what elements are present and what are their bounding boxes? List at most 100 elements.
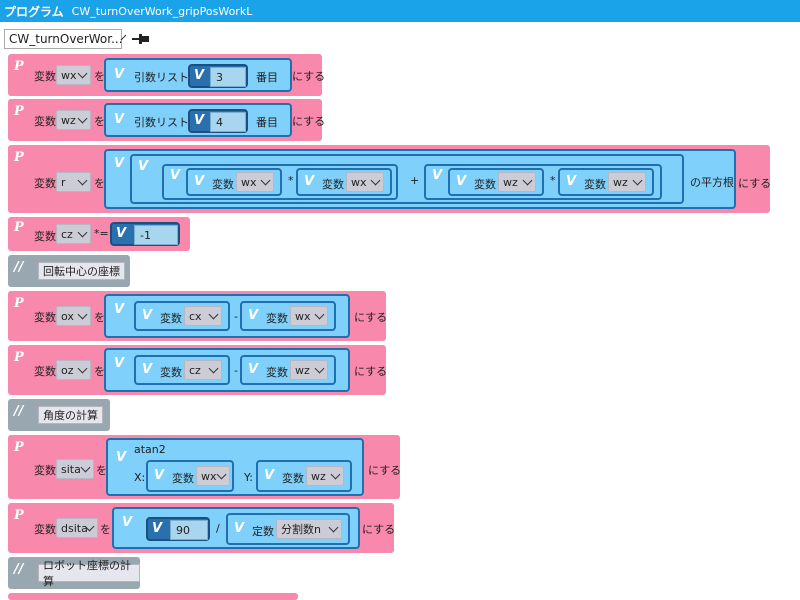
tail-label: にする xyxy=(738,177,772,190)
var-expr-wz-1[interactable]: V 変数 wz xyxy=(448,168,544,196)
var-select-sita[interactable]: sita xyxy=(56,459,94,479)
value-icon: V xyxy=(304,174,315,189)
wo-label: を xyxy=(94,177,105,190)
var-select-cz[interactable]: cz xyxy=(184,360,222,380)
statement-row-partial[interactable] xyxy=(8,593,298,600)
statement-icon: P xyxy=(14,150,24,165)
var-expr-wz[interactable]: V 変数 wz xyxy=(240,355,336,385)
num-expr[interactable]: V 3 xyxy=(188,64,248,88)
var-select-wz[interactable]: wz xyxy=(306,466,344,486)
var-label: 変数 xyxy=(34,311,56,324)
var-select-wx[interactable]: wx xyxy=(56,65,91,85)
value-icon: V xyxy=(194,113,205,128)
value-icon: V xyxy=(114,156,125,171)
statement-row-sita[interactable]: P 変数 sita を V atan2 X: V 変数 wx Y: V 変数 w… xyxy=(8,435,401,499)
value-icon: V xyxy=(566,174,577,189)
const-label: 定数 xyxy=(252,525,274,538)
statement-icon: P xyxy=(14,508,24,523)
var-expr-wx[interactable]: V 変数 wx xyxy=(240,301,336,331)
var-select-cz[interactable]: cz xyxy=(56,224,91,244)
tail-label: にする xyxy=(292,70,326,83)
operator-divide: / xyxy=(216,522,220,535)
var-expr-wx-2[interactable]: V 変数 wx xyxy=(296,168,392,196)
var-expr-cx[interactable]: V 変数 cx xyxy=(134,301,230,331)
statement-row-oz[interactable]: P 変数 oz を V V 変数 cz - V 変数 wz にする xyxy=(8,345,387,395)
operator-minus: - xyxy=(234,364,238,377)
var-expr-wz[interactable]: V 変数 wz xyxy=(256,460,352,492)
tail-label: にする xyxy=(362,523,396,536)
comment-row[interactable]: // 回転中心の座標 xyxy=(8,255,130,287)
arg-list-expr[interactable]: V 引数リストの V 4 番目 xyxy=(104,103,292,137)
var-expr-wx-1[interactable]: V 変数 wx xyxy=(186,168,282,196)
diff-expr[interactable]: V V 変数 cz - V 変数 wz xyxy=(104,348,350,392)
var-select-wz[interactable]: wz xyxy=(498,172,536,192)
suffix-label: 番目 xyxy=(256,116,278,129)
var-select-ox[interactable]: ox xyxy=(56,306,91,326)
statement-row-wx[interactable]: P 変数 wx を V 引数リストの V 3 番目 にする xyxy=(8,54,326,96)
const-select[interactable]: 分割数n xyxy=(276,519,342,539)
pin-icon[interactable] xyxy=(132,32,150,46)
diff-expr[interactable]: V V 変数 cx - V 変数 wx xyxy=(104,294,350,338)
comment-text[interactable]: 回転中心の座標 xyxy=(38,262,125,280)
statement-row-r[interactable]: P 変数 r を V V V V 変数 wx * V 変数 wx + xyxy=(8,145,772,213)
comment-text[interactable]: ロボット座標の計算 xyxy=(38,559,140,588)
var-select-wz[interactable]: wz xyxy=(608,172,646,192)
var-select-wx[interactable]: wx xyxy=(236,172,274,192)
comment-text[interactable]: 角度の計算 xyxy=(38,406,103,424)
var-select-cx[interactable]: cx xyxy=(184,306,222,326)
tail-label: にする xyxy=(292,115,326,128)
product-expr-2[interactable]: V V 変数 wz * V 変数 wz xyxy=(424,164,662,200)
number-input[interactable]: 90 xyxy=(170,520,208,540)
sqrt-expr[interactable]: V V V V 変数 wx * V 変数 wx + V xyxy=(104,149,736,209)
statement-icon: P xyxy=(14,350,24,365)
var-select-r[interactable]: r xyxy=(56,172,91,192)
statement-icon: P xyxy=(14,440,24,455)
sqrt-label: の平方根 xyxy=(690,176,734,189)
statement-row-dsita[interactable]: P 変数 dsita を V V 90 / V 定数 分割数n にする xyxy=(8,503,396,553)
number-input[interactable]: 4 xyxy=(210,112,246,132)
comment-row[interactable]: // 角度の計算 xyxy=(8,399,110,431)
var-label: 変数 xyxy=(282,472,304,485)
wo-label: を xyxy=(94,311,105,324)
var-select-wx[interactable]: wx xyxy=(196,466,230,486)
statement-row-ox[interactable]: P 変数 ox を V V 変数 cx - V 変数 wx にする xyxy=(8,291,387,341)
arg-list-expr[interactable]: V 引数リストの V 3 番目 xyxy=(104,58,292,92)
var-select-wx[interactable]: wx xyxy=(346,172,384,192)
value-icon: V xyxy=(138,159,149,174)
value-icon: V xyxy=(248,308,259,323)
chevron-down-icon xyxy=(208,363,219,374)
div-expr[interactable]: V V 90 / V 定数 分割数n xyxy=(112,507,360,549)
statement-row-wz[interactable]: P 変数 wz を V 引数リストの V 4 番目 にする xyxy=(8,99,326,141)
var-select-wz[interactable]: wz xyxy=(56,110,91,130)
statement-icon: P xyxy=(14,104,24,119)
program-select[interactable]: CW_turnOverWor... xyxy=(4,29,126,49)
var-label: 変数 xyxy=(322,178,344,191)
var-select-oz[interactable]: oz xyxy=(56,360,91,380)
comment-row[interactable]: // ロボット座標の計算 xyxy=(8,557,140,589)
number-input[interactable]: 3 xyxy=(210,67,246,87)
num-expr[interactable]: V 90 xyxy=(146,517,210,541)
value-icon: V xyxy=(234,521,245,536)
var-label: 変数 xyxy=(34,177,56,190)
num-expr[interactable]: V -1 xyxy=(110,222,180,246)
atan2-expr[interactable]: V atan2 X: V 変数 wx Y: V 変数 wz xyxy=(106,438,364,496)
var-expr-wz-2[interactable]: V 変数 wz xyxy=(558,168,654,196)
var-select-dsita[interactable]: dsita xyxy=(56,518,98,538)
const-expr[interactable]: V 定数 分割数n xyxy=(226,513,350,545)
value-icon: V xyxy=(114,356,125,371)
var-select-wz[interactable]: wz xyxy=(290,360,328,380)
chevron-down-icon xyxy=(216,469,227,480)
var-expr-wx[interactable]: V 変数 wx xyxy=(146,460,234,492)
chevron-down-icon xyxy=(330,469,341,480)
num-expr[interactable]: V 4 xyxy=(188,109,248,133)
operator-minus: - xyxy=(234,310,238,323)
number-input[interactable]: -1 xyxy=(134,225,178,245)
statement-row-cz[interactable]: P 変数 cz *= V -1 xyxy=(8,217,190,251)
chevron-down-icon xyxy=(77,227,88,238)
program-title: CW_turnOverWork_gripPosWorkL xyxy=(71,4,253,18)
var-select-wx[interactable]: wx xyxy=(290,306,328,326)
var-expr-cz[interactable]: V 変数 cz xyxy=(134,355,230,385)
sum-expr[interactable]: V V V 変数 wx * V 変数 wx + V V xyxy=(130,154,684,204)
value-icon: V xyxy=(456,174,467,189)
product-expr-1[interactable]: V V 変数 wx * V 変数 wx xyxy=(162,164,398,200)
